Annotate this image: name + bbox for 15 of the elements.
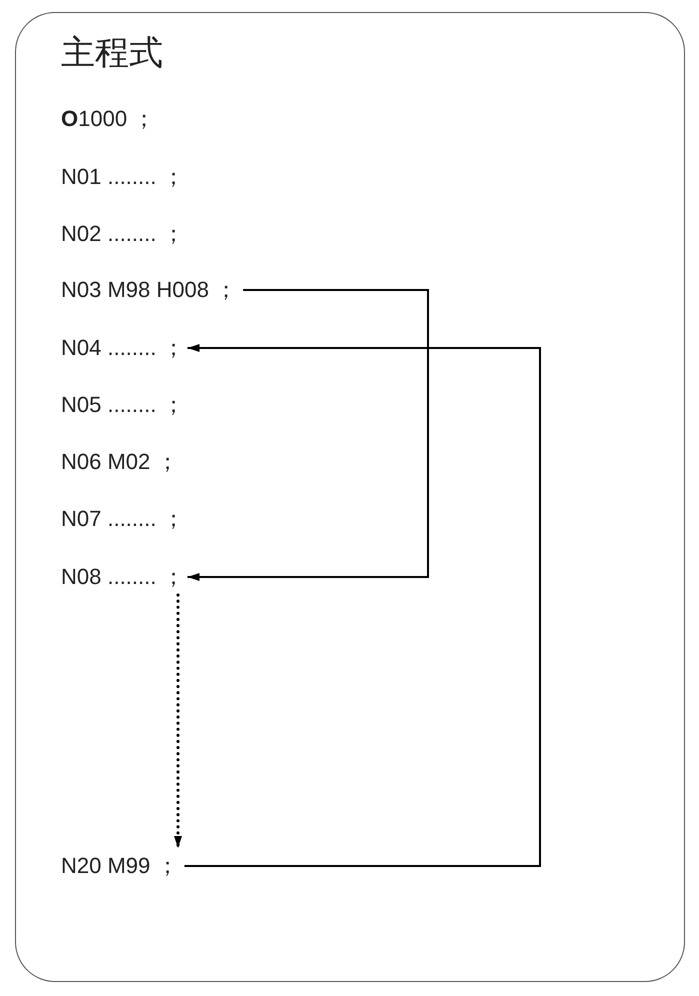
arrow <box>187 289 429 581</box>
arrow <box>184 344 541 867</box>
code-line: N05 ........ ； <box>61 391 184 419</box>
program-panel <box>15 12 685 982</box>
panel-title: 主程式 <box>61 33 163 73</box>
code-line: N02 ........ ； <box>61 220 184 248</box>
code-line: N20 M99 ； <box>61 852 178 880</box>
arrow <box>174 594 182 850</box>
code-line: N08 ........ ； <box>61 563 184 591</box>
code-line: N01 ........ ； <box>61 163 184 191</box>
code-line: N04 ........ ； <box>61 334 184 362</box>
code-line: N06 M02 ； <box>61 448 178 476</box>
code-line: O1000 ； <box>61 105 156 133</box>
code-line: N07 ........ ； <box>61 505 184 533</box>
code-line: N03 M98 H008 ； <box>61 276 238 304</box>
